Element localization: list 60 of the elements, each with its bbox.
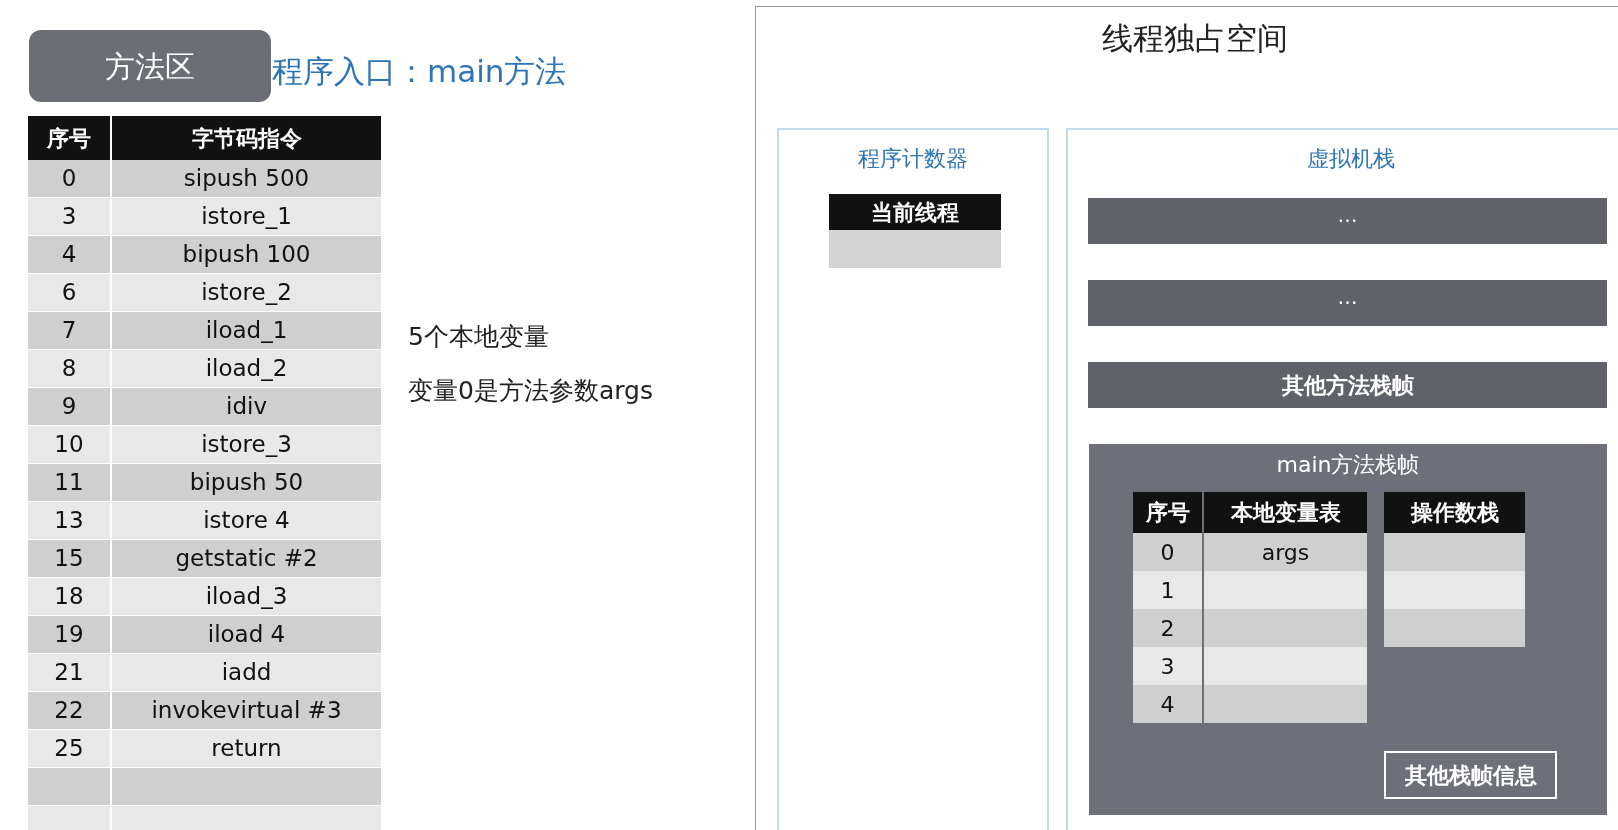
table-cell: 13 (28, 502, 110, 539)
panel-title: 虚拟机栈 (1307, 145, 1395, 173)
table-cell: idiv (112, 388, 381, 425)
table-cell: 3 (1133, 647, 1202, 685)
table-cell: 25 (28, 730, 110, 767)
note-text: 变量0是方法参数args (408, 375, 653, 407)
table-cell: invokevirtual #3 (112, 692, 381, 729)
table-cell: sipush 500 (112, 160, 381, 197)
table-cell: istore_2 (112, 274, 381, 311)
stack-frame-bar: 其他方法栈帧 (1088, 362, 1607, 408)
table-cell: 2 (1133, 609, 1202, 647)
table-header-cell: 字节码指令 (112, 116, 381, 160)
table-cell: 11 (28, 464, 110, 501)
table-cell: bipush 50 (112, 464, 381, 501)
table-cell: getstatic #2 (112, 540, 381, 577)
method-area-box: 方法区 (29, 30, 271, 102)
table-cell: 0 (1133, 533, 1202, 571)
table-header-cell: 序号 (1133, 492, 1202, 533)
entry-label: 程序入口：main方法 (272, 52, 567, 91)
table-header-cell: 操作数栈 (1384, 492, 1525, 533)
table-cell: 4 (28, 236, 110, 273)
table-header-cell: 序号 (28, 116, 110, 160)
stack-frame-bar: … (1088, 280, 1607, 326)
table-cell: istore_3 (112, 426, 381, 463)
vm-stack-panel (1066, 128, 1618, 830)
table-cell: istore_1 (112, 198, 381, 235)
table-cell: iload 4 (112, 616, 381, 653)
table-cell: 6 (28, 274, 110, 311)
thread-space-panel (755, 6, 1618, 830)
table-cell: 18 (28, 578, 110, 615)
table-cell: bipush 100 (112, 236, 381, 273)
table-cell: 9 (28, 388, 110, 425)
table-cell: 1 (1133, 571, 1202, 609)
note-text: 5个本地变量 (408, 321, 549, 353)
stack-frame-bar: … (1088, 198, 1607, 244)
table-cell: 8 (28, 350, 110, 387)
table-cell: args (1204, 533, 1367, 571)
frame-info-box: 其他栈帧信息 (1384, 751, 1557, 799)
table-cell: 15 (28, 540, 110, 577)
table-cell: 10 (28, 426, 110, 463)
table-cell: 22 (28, 692, 110, 729)
table-cell: istore 4 (112, 502, 381, 539)
table-cell: 4 (1133, 685, 1202, 723)
table-cell: iload_3 (112, 578, 381, 615)
table-cell: return (112, 730, 381, 767)
program-counter-panel (777, 128, 1049, 830)
table-cell: 21 (28, 654, 110, 691)
table-cell: 3 (28, 198, 110, 235)
table-cell: iload_2 (112, 350, 381, 387)
table-cell: 7 (28, 312, 110, 349)
panel-title: 线程独占空间 (1102, 19, 1288, 58)
main-stack-frame-panel (1089, 444, 1607, 815)
table-cell: 0 (28, 160, 110, 197)
table-cell: iadd (112, 654, 381, 691)
table-cell: 19 (28, 616, 110, 653)
panel-title: 程序计数器 (858, 145, 968, 173)
current-thread-header: 当前线程 (829, 194, 1001, 230)
panel-title: main方法栈帧 (1276, 451, 1420, 479)
table-cell: iload_1 (112, 312, 381, 349)
table-header-cell: 本地变量表 (1204, 492, 1367, 533)
